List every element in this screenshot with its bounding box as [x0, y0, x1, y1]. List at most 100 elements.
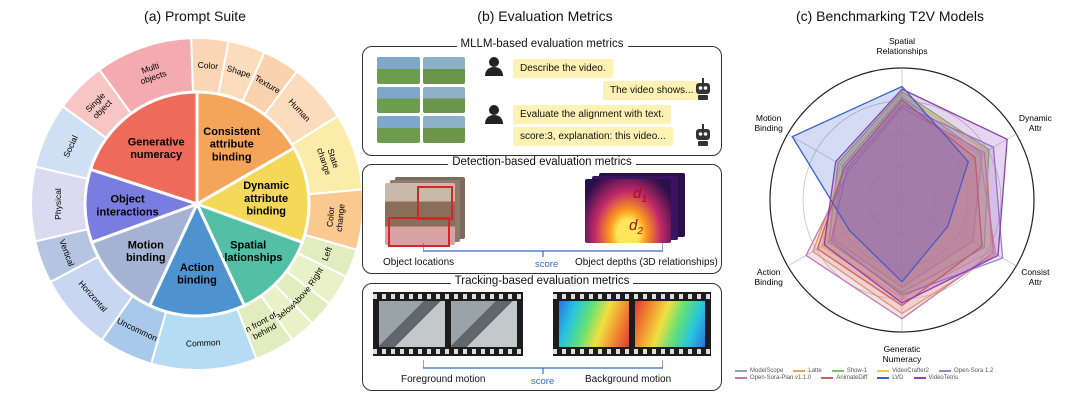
depth-label-d1: d1	[633, 185, 647, 205]
legend-label: VideoCrafter2	[892, 368, 929, 374]
background-frame	[635, 301, 705, 347]
inner-segment	[147, 200, 247, 318]
video-frame-thumb	[377, 57, 420, 84]
legend-item: LVD	[877, 375, 904, 381]
radar-series-polygon	[823, 88, 1008, 304]
legend-label: AnimateDiff	[836, 375, 868, 381]
video-frame-thumb	[422, 86, 465, 114]
panel-a-title: (a) Prompt Suite	[144, 8, 246, 24]
legend-label: Latte	[808, 368, 822, 374]
legend-item: AnimateDiff	[821, 375, 867, 381]
legend-item: VideoCrafter2	[877, 368, 929, 374]
model-answer-2: score:3, explanation: this video...	[513, 127, 673, 146]
legend-label: VideoTetris	[928, 375, 959, 381]
legend-item: Latte	[793, 368, 822, 374]
legend-swatch	[938, 370, 951, 372]
mllm-metrics-title: MLLM-based evaluation metrics	[456, 38, 628, 50]
inner-segment	[83, 167, 202, 245]
radar-axis-line	[901, 199, 1017, 267]
outer-segment-label: Common	[186, 337, 221, 349]
foreground-frame	[379, 301, 445, 347]
background-motion-caption: Background motion	[585, 374, 672, 385]
outer-segment-label: Physical	[53, 188, 63, 220]
inner-segment	[195, 90, 297, 207]
foreground-filmstrip	[373, 292, 523, 356]
background-filmstrip	[553, 292, 711, 356]
object-depths-caption: Object depths (3D relationships)	[575, 257, 718, 268]
robot-icon	[696, 78, 710, 100]
tracking-metrics-title: Tracking-based evaluation metrics	[450, 275, 634, 287]
legend-label: Open-Sora-Plan v1.1.0	[750, 375, 812, 381]
detection-metrics-box: Detection-based evaluation metrics d1 d2…	[362, 156, 722, 274]
robot-icon	[696, 124, 710, 146]
outer-segment-label: Color	[197, 60, 218, 72]
radar-axis-label-bg	[880, 343, 925, 365]
legend-swatch	[735, 370, 747, 372]
legend-item: Open-Sora-Plan v1.1.0	[735, 375, 811, 381]
video-frames-grid	[377, 57, 465, 143]
legend-swatch	[877, 370, 890, 372]
legend-swatch	[793, 370, 806, 372]
inner-segment	[89, 201, 200, 308]
score-connector	[423, 243, 663, 257]
outer-segment-label-group: Colorchange	[324, 202, 347, 232]
outer-segment-label-group: Color	[197, 60, 218, 72]
inner-segment	[193, 145, 311, 245]
outer-segment-label: Left	[320, 245, 335, 262]
inner-segment	[194, 201, 305, 308]
legend-item: Open-Sora 1.2	[938, 368, 994, 374]
legend-label: Open-Sora 1.2	[953, 368, 994, 374]
inner-segment	[88, 90, 199, 207]
outer-segment-label-group: Left	[320, 245, 335, 262]
detection-score-label: score	[535, 259, 559, 270]
radar-series-polygon	[828, 90, 990, 294]
radar-axis-label-bg	[752, 266, 786, 288]
tracking-metrics-box: Tracking-based evaluation metrics score …	[362, 275, 722, 391]
legend-swatch	[913, 377, 926, 379]
legend-label: Show-1	[846, 368, 868, 374]
legend-label: LVD	[892, 375, 904, 381]
mllm-metrics-box: MLLM-based evaluation metrics Describe t…	[362, 38, 722, 156]
user-icon	[485, 105, 503, 124]
legend-item: ModelScope	[735, 368, 783, 374]
radar-axis-label-bg	[874, 35, 930, 57]
object-locations-caption: Object locations	[383, 257, 455, 268]
legend-swatch	[831, 370, 844, 372]
depth-image-stack: d1 d2	[585, 173, 685, 243]
radar-axis-label-bg	[1016, 112, 1055, 134]
outer-segment-label-group: Physical	[53, 188, 63, 220]
tracking-score-label: score	[531, 376, 555, 387]
model-answer-1: The video shows...	[603, 81, 701, 100]
background-frame	[559, 301, 629, 347]
panel-b-title: (b) Evaluation Metrics	[477, 8, 613, 24]
legend-swatch	[735, 377, 747, 379]
radar-axis-line	[901, 133, 1017, 201]
cat-image-stack	[385, 177, 465, 247]
foreground-motion-caption: Foreground motion	[401, 374, 486, 385]
legend-label: ModelScope	[750, 368, 784, 374]
video-frame-thumb	[377, 86, 420, 114]
user-question-2: Evaluate the alignment with text.	[513, 105, 671, 124]
video-frame-thumb	[422, 57, 465, 84]
legend-swatch	[877, 377, 890, 379]
outer-segment-label: Colorchange	[324, 202, 346, 232]
radar-axis-label-bg	[1019, 266, 1053, 288]
radar-series-polygon	[791, 85, 970, 283]
